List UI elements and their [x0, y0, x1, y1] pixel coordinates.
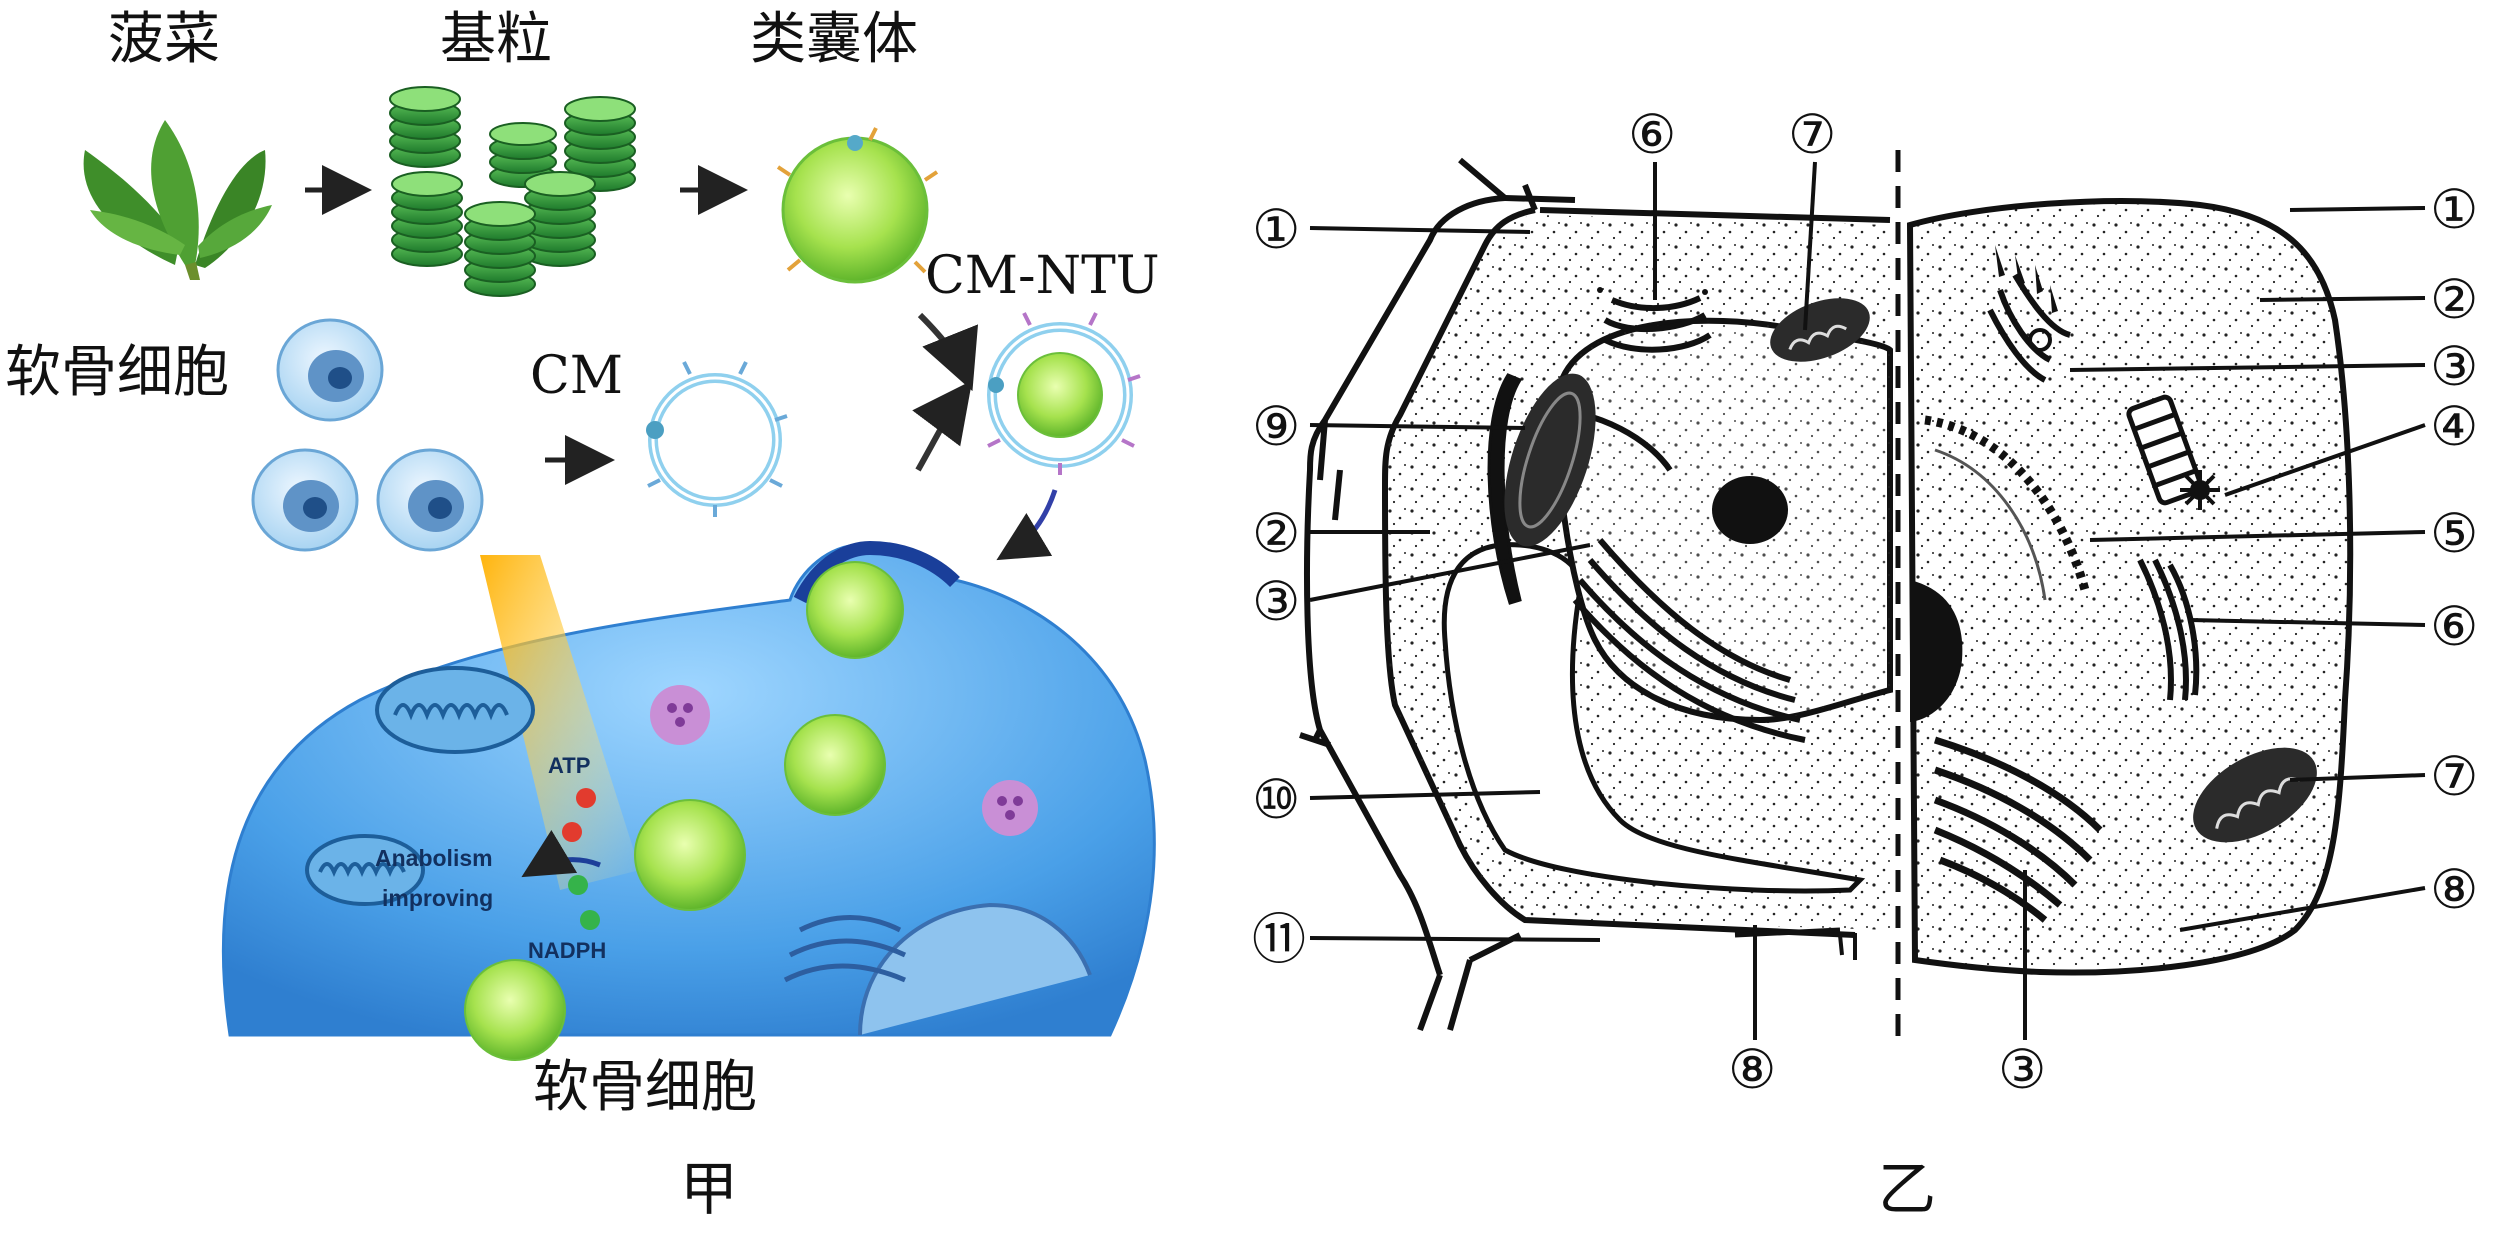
- b-left-label-2: ②: [1252, 502, 1301, 565]
- b-left-label-10: ⑩: [1252, 768, 1301, 831]
- b-right-label-6: ⑥: [2430, 595, 2479, 658]
- grana-stacks-illustration: [389, 86, 636, 297]
- label-atp: ATP: [548, 753, 591, 778]
- caption-panel-b: 乙: [1878, 1155, 1937, 1223]
- arrow-thylakoid-to-cmntu: [917, 312, 979, 392]
- b-left-label-3: ③: [1252, 570, 1301, 633]
- label-improving: improving: [382, 885, 494, 911]
- b-top-label-6: ⑥: [1628, 103, 1677, 166]
- label-cm: CM: [530, 346, 624, 406]
- label-cm-ntu: CM-NTU: [925, 246, 1160, 306]
- leader-lines: [1309, 161, 2426, 1040]
- arrow-cmntu-to-cell: [996, 489, 1058, 561]
- b-right-label-3: ③: [2430, 335, 2479, 398]
- b-right-label-4: ④: [2430, 395, 2479, 458]
- plant-cytoplasm: [1385, 215, 1893, 960]
- cm-membrane-ring: [646, 361, 788, 517]
- label-thylakoid: 类囊体: [750, 7, 918, 72]
- b-left-label-1: ①: [1252, 198, 1301, 261]
- b-bottom-label-8: ⑧: [1728, 1038, 1777, 1101]
- label-anabolism: Anabolism: [375, 845, 493, 871]
- label-spinach: 菠菜: [108, 7, 220, 72]
- thylakoid-vesicle: [776, 127, 939, 284]
- source-chondrocytes: [251, 318, 484, 552]
- b-top-label-7: ⑦: [1788, 103, 1837, 166]
- b-left-label-11: ⑪: [1252, 908, 1306, 971]
- animal-cell-half: [1906, 198, 2354, 976]
- caption-panel-a: 甲: [680, 1155, 739, 1223]
- b-right-label-2: ②: [2430, 268, 2479, 331]
- cm-ntu-particle: [987, 312, 1141, 475]
- b-bottom-label-3: ③: [1998, 1038, 2047, 1101]
- b-right-label-1: ①: [2430, 178, 2479, 241]
- target-chondrocyte: [221, 540, 1156, 1061]
- label-source-chondrocyte: 软骨细胞: [5, 340, 229, 405]
- spinach-illustration: [83, 120, 272, 280]
- label-nadph: NADPH: [528, 938, 607, 963]
- label-grana: 基粒: [440, 7, 552, 72]
- label-target-chondrocyte: 软骨细胞: [533, 1055, 757, 1120]
- arrow-cm-to-cmntu: [912, 380, 973, 472]
- b-right-label-5: ⑤: [2430, 502, 2479, 565]
- b-right-label-8: ⑧: [2430, 858, 2479, 921]
- b-right-label-7: ⑦: [2430, 745, 2479, 808]
- b-left-label-9: ⑨: [1252, 395, 1301, 458]
